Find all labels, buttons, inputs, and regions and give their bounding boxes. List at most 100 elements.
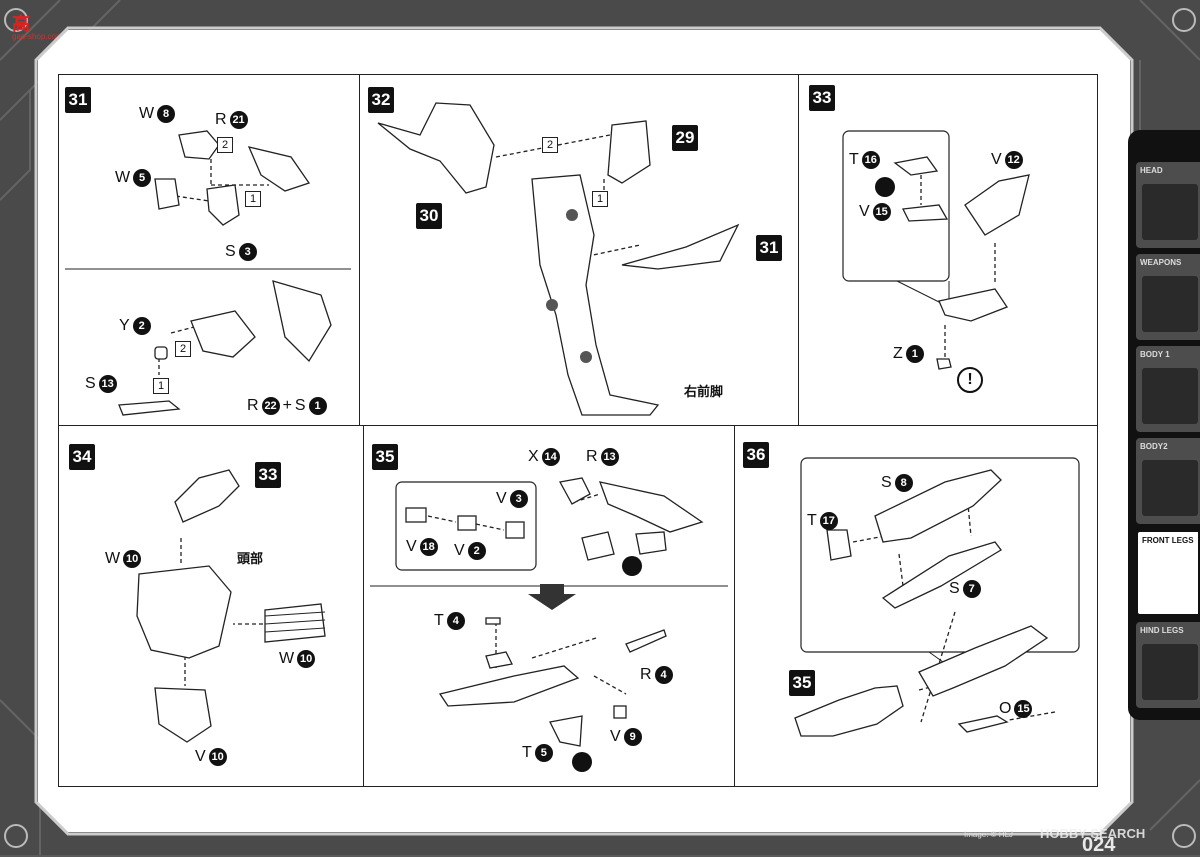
tab-label: BODY 1 [1140, 350, 1170, 359]
part-t5 [549, 715, 583, 747]
weapons-part-icon [1142, 276, 1198, 332]
horn-assembly [918, 625, 1049, 697]
part-v9 [613, 705, 627, 719]
part-y2 [154, 346, 168, 360]
part-s13 [118, 400, 181, 416]
page-number: 024 [1082, 834, 1116, 856]
reference-30: 30 [416, 203, 442, 229]
order-marker: 2 [217, 137, 233, 153]
watermark-footer: HOBBY SEARCH [1040, 826, 1146, 841]
step-36-diagram [794, 457, 1080, 737]
order-marker: 2 [542, 137, 558, 153]
part-w5 [154, 178, 180, 210]
tab-label: FRONT LEGS [1142, 536, 1194, 545]
tab-body1[interactable]: BODY 1 [1136, 346, 1200, 432]
logo-text: 高 [12, 14, 30, 34]
step-33-diagram [842, 130, 1030, 370]
part-30 [377, 102, 495, 194]
tab-front-legs[interactable]: FRONT LEGS [1136, 530, 1200, 616]
rotate-icon [572, 752, 592, 772]
head-part-icon [1142, 184, 1198, 240]
reference-33: 33 [255, 462, 281, 488]
part-r4 [625, 629, 667, 653]
tab-hind-legs[interactable]: HIND LEGS [1136, 622, 1200, 708]
part-29 [607, 120, 651, 184]
page-frame [34, 26, 1134, 836]
step-35-diagram [370, 477, 728, 772]
tab-body2[interactable]: BODY2 [1136, 438, 1200, 524]
tab-head[interactable]: HEAD [1136, 162, 1200, 248]
body2-part-icon [1142, 460, 1198, 516]
part-z1 [936, 358, 952, 370]
section-index-sidebar: HEAD WEAPONS BODY 1 BODY2 FRONT LEGS HIN… [1128, 130, 1200, 720]
assembly-caption: 右前脚 [684, 385, 724, 400]
step-number: 31 [65, 87, 91, 113]
part-t16 [893, 156, 939, 176]
part-intermediate [581, 531, 615, 561]
reference-29: 29 [672, 125, 698, 151]
part-v2 [457, 515, 477, 531]
part-t4 [485, 617, 501, 625]
front-legs-part-icon [1144, 554, 1198, 610]
step-number: 36 [743, 442, 769, 468]
rotate-icon [875, 177, 895, 197]
watermark-credit: Image: © HLJ [964, 830, 1014, 839]
part-v3 [505, 521, 525, 539]
site-logo: 高 gao-shop.com [4, 4, 74, 41]
part-large-shell [272, 280, 332, 363]
reference-31: 31 [756, 235, 782, 261]
step-number: 33 [809, 85, 835, 111]
step-31-diagram [65, 130, 351, 416]
step-32-diagram [377, 102, 740, 416]
part-r22 [190, 310, 256, 358]
reference-35: 35 [789, 670, 815, 696]
step-number: 34 [69, 444, 95, 470]
order-marker: 1 [245, 191, 261, 207]
tab-label: HIND LEGS [1140, 626, 1184, 635]
rotate-icon [622, 556, 642, 576]
head-assembly [136, 565, 232, 659]
part-o15 [957, 715, 1009, 733]
order-marker: 1 [592, 191, 608, 207]
part-31 [621, 223, 740, 270]
part-s3 [206, 184, 240, 226]
part-r21 [247, 146, 311, 192]
part-sub-assembly [635, 531, 667, 555]
order-marker: 1 [153, 378, 169, 394]
step-34-diagram [136, 469, 326, 743]
part-t17 [826, 529, 852, 561]
tab-weapons[interactable]: WEAPONS [1136, 254, 1200, 340]
step-32-panel: 32 29 30 31 2 1 右前脚 [359, 74, 799, 426]
hind-legs-part-icon [1142, 644, 1198, 700]
step-number: 32 [368, 87, 394, 113]
tab-label: HEAD [1140, 166, 1163, 175]
part-v10 [154, 687, 212, 743]
